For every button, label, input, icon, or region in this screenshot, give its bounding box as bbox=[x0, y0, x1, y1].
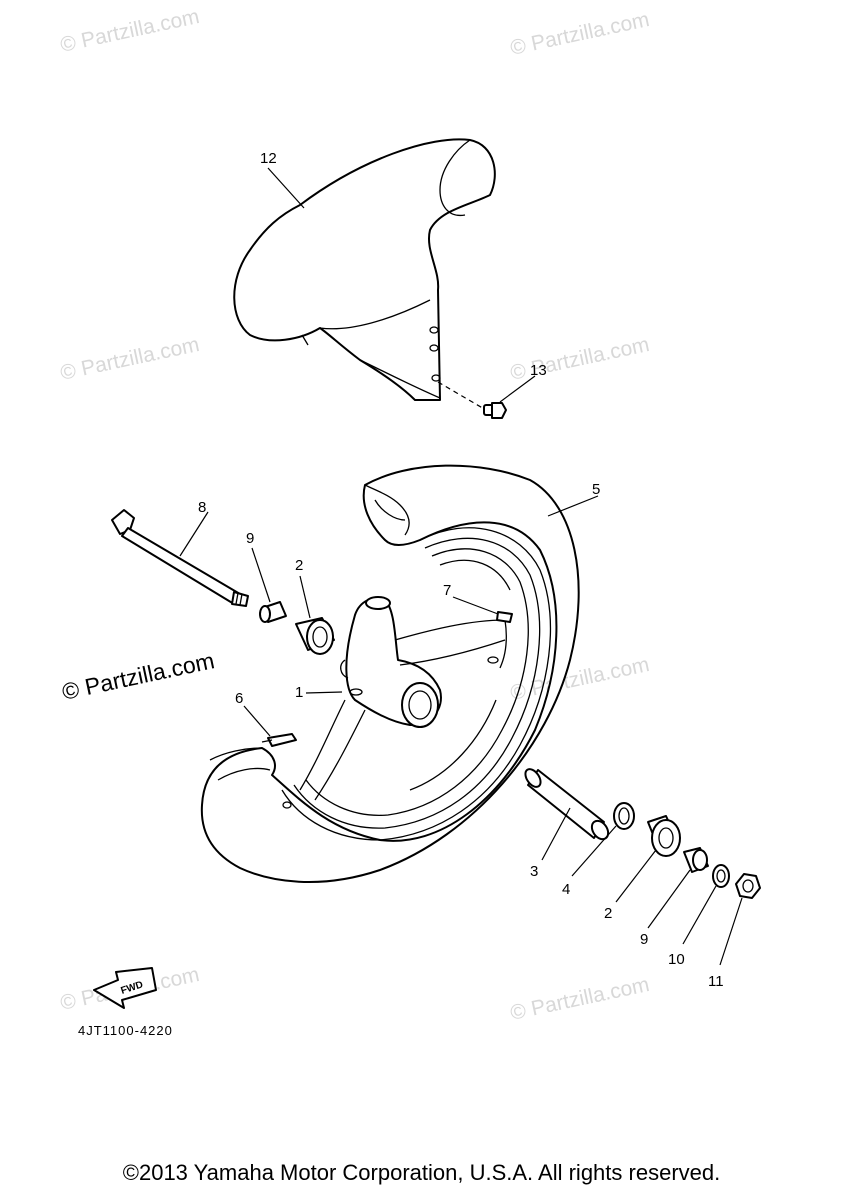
wheel-axle bbox=[111, 509, 249, 607]
forward-arrow-icon: FWD bbox=[93, 967, 157, 1009]
callout-9: 9 bbox=[246, 530, 254, 547]
oil-seal bbox=[613, 802, 635, 830]
air-valve bbox=[261, 733, 297, 747]
callout-10: 10 bbox=[668, 951, 685, 968]
balancer-weight bbox=[496, 611, 513, 623]
axle-nut bbox=[735, 873, 761, 899]
callout-11: 11 bbox=[708, 973, 724, 990]
fender-bolt bbox=[437, 381, 507, 419]
callout-1: 1 bbox=[295, 684, 303, 701]
front-fender bbox=[233, 138, 496, 401]
bearing-right bbox=[647, 815, 681, 857]
watermark: © Partzilla.com bbox=[508, 8, 651, 60]
copyright-notice: ©2013 Yamaha Motor Corporation, U.S.A. A… bbox=[122, 1160, 721, 1185]
callout-5: 5 bbox=[592, 481, 600, 498]
callout-12: 12 bbox=[260, 150, 277, 167]
callout-3: 3 bbox=[530, 863, 538, 880]
callout-6: 6 bbox=[235, 690, 243, 707]
callout-4: 4 bbox=[562, 881, 570, 898]
callout-13: 13 bbox=[530, 362, 547, 379]
watermark: © Partzilla.com bbox=[58, 5, 201, 57]
diagram-code: 4JT1100-4220 bbox=[78, 1023, 173, 1038]
callout-2: 2 bbox=[295, 557, 303, 574]
leader-lines bbox=[179, 167, 743, 966]
bearing-left bbox=[295, 617, 335, 655]
washer bbox=[712, 864, 730, 888]
callout-2b: 2 bbox=[604, 905, 612, 922]
watermark: © Partzilla.com bbox=[508, 973, 651, 1025]
tire bbox=[200, 464, 580, 883]
watermark: © Partzilla.com bbox=[58, 333, 201, 385]
spacer bbox=[524, 768, 610, 841]
callout-7: 7 bbox=[443, 582, 451, 599]
collar-left bbox=[259, 601, 287, 623]
callout-9b: 9 bbox=[640, 931, 648, 948]
watermark-dark: © Partzilla.com bbox=[60, 647, 217, 705]
wheel-rim bbox=[281, 527, 552, 841]
callout-8: 8 bbox=[198, 499, 206, 516]
collar-right bbox=[683, 847, 709, 873]
